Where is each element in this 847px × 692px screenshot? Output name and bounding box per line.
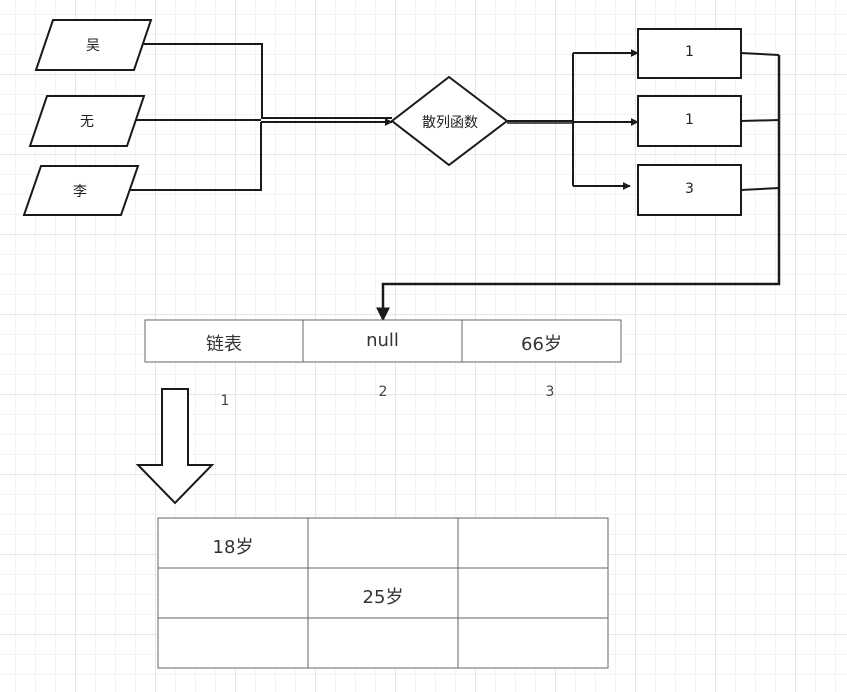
array-index-2: 2	[378, 384, 388, 400]
array-cell-1	[144, 319, 304, 363]
input-shape-2	[28, 95, 146, 147]
connector-input-3	[130, 122, 262, 191]
input-label-1: 吴	[86, 38, 100, 54]
connector-result-3	[740, 187, 780, 191]
input-shape-3	[22, 165, 140, 216]
result-label-3: 3	[685, 181, 694, 197]
big-down-arrow	[135, 388, 215, 505]
result-label-2: 1	[685, 112, 694, 128]
array-cell-label-1: 链表	[206, 334, 242, 355]
connector-result-1	[740, 52, 780, 56]
linked-cell-r1c1: 18岁	[212, 537, 254, 558]
array-index-1: 1	[220, 393, 230, 409]
result-box-3	[637, 164, 742, 216]
connector-input-1	[143, 43, 263, 118]
linked-table-frame	[157, 517, 609, 669]
hash-function-diamond	[390, 75, 509, 167]
result-label-1: 1	[685, 44, 694, 60]
linked-cell-r2c2: 25岁	[362, 587, 404, 608]
array-cell-3	[461, 319, 622, 363]
connector-to-array	[376, 55, 781, 322]
input-label-3: 李	[73, 184, 87, 200]
hash-function-label: 散列函数	[422, 115, 478, 131]
array-cell-label-3: 66岁	[521, 334, 562, 355]
input-label-2: 无	[80, 114, 94, 130]
input-shape-1	[34, 19, 153, 71]
array-cell-label-2: null	[366, 330, 399, 351]
connector-result-2	[740, 119, 780, 122]
array-index-3: 3	[545, 384, 555, 400]
